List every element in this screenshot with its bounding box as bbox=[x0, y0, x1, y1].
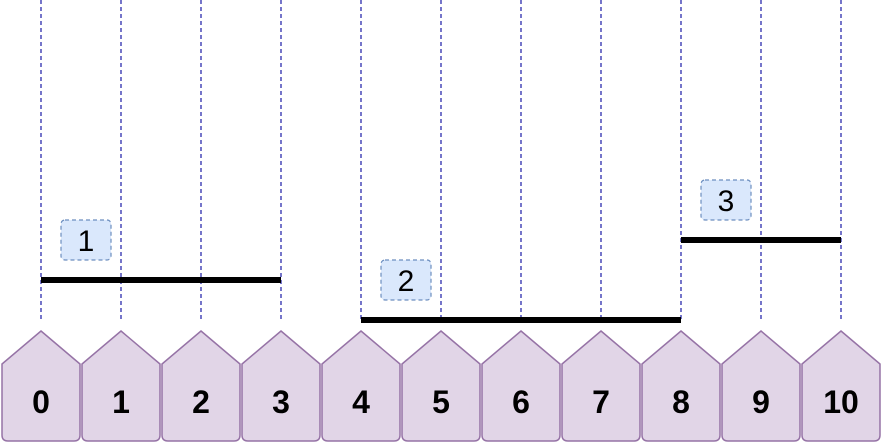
tick-label: 8 bbox=[672, 384, 690, 420]
interval-3: 3 bbox=[681, 179, 841, 243]
tick-marker-shape bbox=[241, 330, 321, 442]
interval-label-box bbox=[380, 259, 432, 301]
tick-marker: 4 bbox=[321, 330, 401, 442]
tick-marker-shape bbox=[721, 330, 801, 442]
tick-marker: 0 bbox=[1, 330, 81, 442]
tick-label: 0 bbox=[32, 384, 50, 420]
tick-marker: 1 bbox=[81, 330, 161, 442]
tick-marker: 5 bbox=[401, 330, 481, 442]
tick-label: 3 bbox=[272, 384, 290, 420]
interval-label-box bbox=[700, 179, 752, 221]
interval-1: 1 bbox=[41, 219, 281, 283]
interval-label: 2 bbox=[398, 265, 415, 298]
tick-label: 1 bbox=[112, 384, 130, 420]
tick-marker-shape bbox=[81, 330, 161, 442]
tick-marker-shape bbox=[561, 330, 641, 442]
tick-marker-shape bbox=[161, 330, 241, 442]
tick-label: 4 bbox=[352, 384, 370, 420]
tick-marker: 9 bbox=[721, 330, 801, 442]
interval-2: 2 bbox=[361, 259, 681, 323]
tick-label: 9 bbox=[752, 384, 770, 420]
interval-label-box bbox=[60, 219, 112, 261]
tick-marker: 10 bbox=[801, 330, 881, 442]
tick-marker-shape bbox=[321, 330, 401, 442]
tick-label: 10 bbox=[823, 384, 859, 420]
tick-label: 2 bbox=[192, 384, 210, 420]
tick-label: 7 bbox=[592, 384, 610, 420]
tick-marker: 7 bbox=[561, 330, 641, 442]
tick-marker: 6 bbox=[481, 330, 561, 442]
tick-marker-shape bbox=[401, 330, 481, 442]
tick-marker: 3 bbox=[241, 330, 321, 442]
tick-marker: 8 bbox=[641, 330, 721, 442]
tick-marker-shape bbox=[801, 330, 881, 442]
tick-marker: 2 bbox=[161, 330, 241, 442]
tick-marker-shape bbox=[1, 330, 81, 442]
tick-label: 6 bbox=[512, 384, 530, 420]
tick-marker-shape bbox=[641, 330, 721, 442]
interval-label: 1 bbox=[78, 225, 95, 258]
interval-label: 3 bbox=[718, 185, 735, 218]
tick-label: 5 bbox=[432, 384, 450, 420]
tick-marker-shape bbox=[481, 330, 561, 442]
